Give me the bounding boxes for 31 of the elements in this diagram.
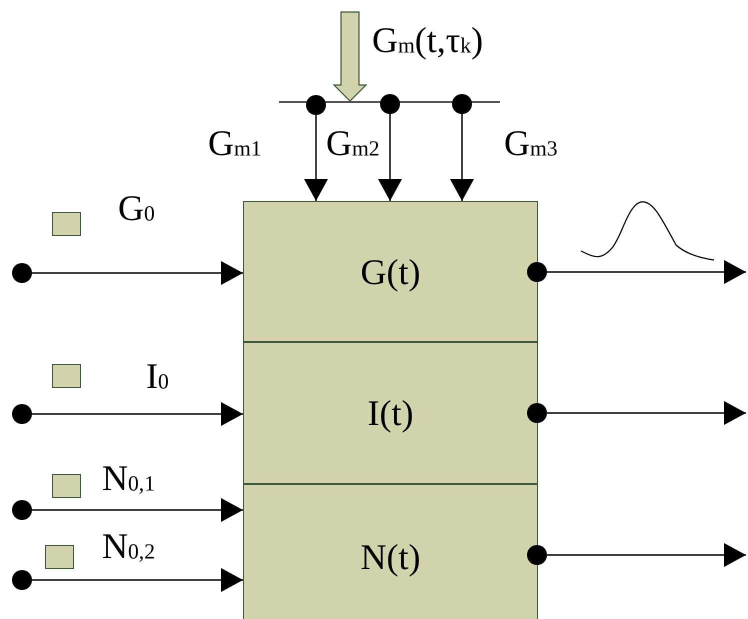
arrow bbox=[304, 115, 328, 201]
compartment-box bbox=[243, 201, 538, 342]
connection-dot bbox=[306, 95, 326, 115]
connection-dot bbox=[12, 404, 32, 424]
small-square bbox=[52, 474, 81, 498]
compartment-box bbox=[243, 342, 538, 484]
compartment-label: I(t) bbox=[368, 395, 414, 431]
small-square bbox=[45, 545, 74, 569]
arrow bbox=[450, 114, 474, 201]
compartment-label: G(t) bbox=[360, 254, 420, 290]
compartment-box bbox=[243, 484, 538, 619]
arrow bbox=[547, 543, 746, 567]
connection-dot bbox=[527, 545, 547, 565]
arrow bbox=[32, 402, 243, 426]
arrow bbox=[32, 498, 243, 522]
arrow bbox=[547, 260, 746, 284]
connection-dot bbox=[380, 94, 400, 114]
connection-dot bbox=[527, 262, 547, 282]
compartment-label: N(t) bbox=[360, 538, 420, 574]
block-arrow bbox=[332, 11, 368, 102]
connection-dot bbox=[527, 403, 547, 423]
small-square bbox=[52, 364, 81, 388]
arrow bbox=[547, 401, 746, 425]
connection-dot bbox=[12, 500, 32, 520]
arrow bbox=[32, 568, 243, 592]
arrow bbox=[32, 261, 243, 285]
small-square bbox=[52, 212, 81, 236]
connection-dot bbox=[12, 570, 32, 590]
connection-dot bbox=[452, 94, 472, 114]
connection-dot bbox=[12, 263, 32, 283]
arrow bbox=[378, 114, 402, 201]
